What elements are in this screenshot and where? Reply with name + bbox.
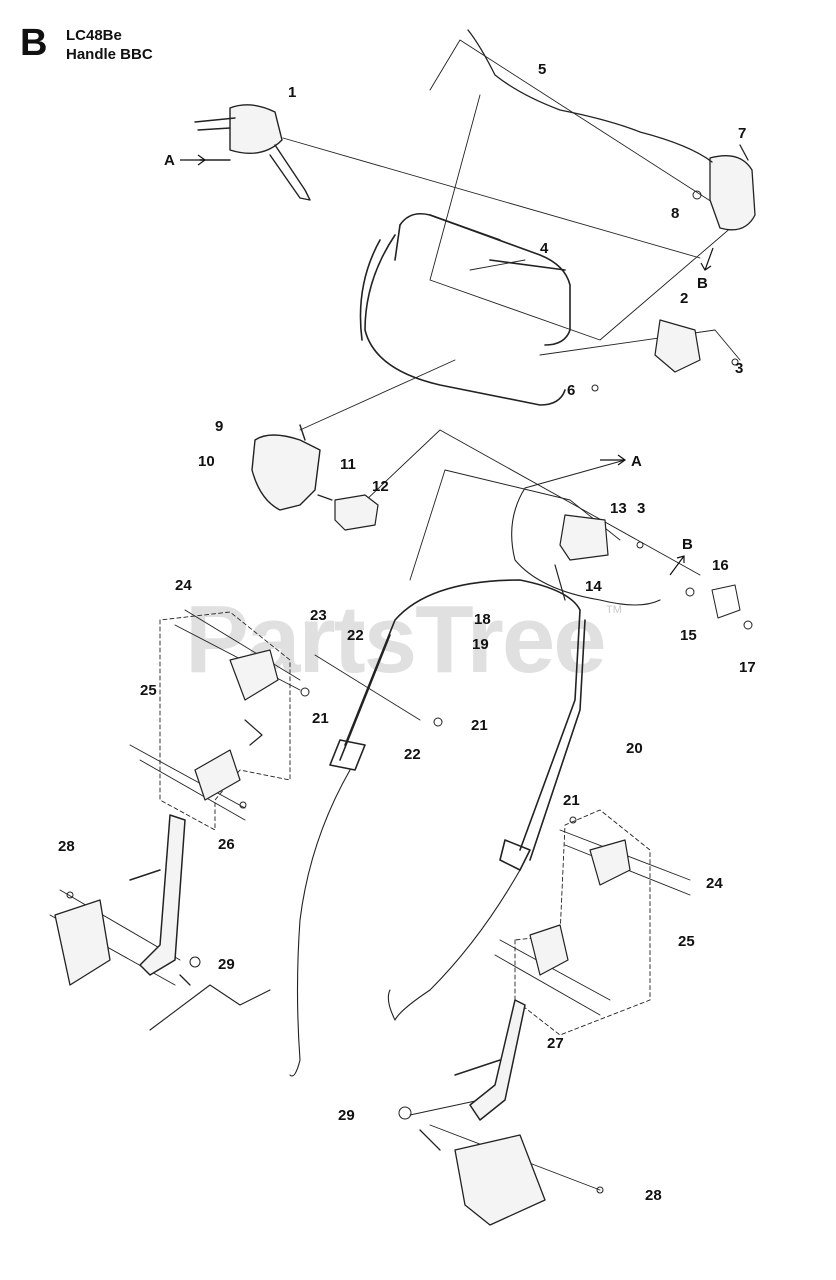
callouts: 1 5 7 8 4 2 3 6 9 10 11 12 13 3 14 16 15…: [58, 61, 756, 1204]
callout-3-lower: 3: [637, 500, 645, 517]
callout-1: 1: [288, 84, 296, 101]
callout-20: 20: [626, 740, 643, 757]
control-box-1: [194, 104, 311, 201]
callout-9: 9: [215, 418, 223, 435]
callout-21-mid: 21: [471, 717, 488, 734]
cable-lower: [387, 869, 521, 1021]
ref-b-lower: B: [682, 536, 693, 553]
callout-2: 2: [680, 290, 688, 307]
callout-26: 26: [218, 836, 235, 853]
callout-22-upper: 22: [347, 627, 364, 644]
callout-24-left: 24: [175, 577, 192, 594]
bracket-2: [654, 319, 701, 373]
ref-b-upper: B: [697, 275, 708, 292]
group-25-left: [159, 611, 291, 831]
model-number: LC48Be: [66, 27, 122, 44]
leader-lines: [49, 39, 741, 1191]
callout-21-right: 21: [563, 792, 580, 809]
latch-right-25: [529, 839, 631, 976]
callout-5: 5: [538, 61, 546, 78]
callout-18: 18: [474, 611, 491, 628]
ref-a-left: A: [164, 152, 175, 169]
callout-16: 16: [712, 557, 729, 574]
ref-a-right-arrow: [600, 454, 627, 466]
ref-b-upper-arrow: [700, 247, 714, 271]
callout-14: 14: [585, 578, 602, 595]
watermark-trademark: TM: [606, 604, 622, 616]
callout-25-right: 25: [678, 933, 695, 950]
section-letter: B: [20, 22, 48, 64]
clip-12: [317, 494, 379, 531]
callout-11: 11: [340, 456, 356, 473]
callout-28-left: 28: [58, 838, 75, 855]
arm-27: [454, 999, 526, 1121]
fasteners: [66, 190, 753, 1194]
callout-21-left: 21: [312, 710, 329, 727]
callout-10: 10: [198, 453, 215, 470]
callout-19: 19: [472, 636, 489, 653]
callout-27: 27: [547, 1035, 564, 1052]
callout-17: 17: [739, 659, 756, 676]
callout-15: 15: [680, 627, 697, 644]
callout-28-right: 28: [645, 1187, 662, 1204]
latch-left-25: [194, 649, 279, 801]
callout-7: 7: [738, 125, 746, 142]
ref-a-left-arrow: [180, 154, 207, 166]
cable-5: [467, 29, 713, 163]
callout-29-left: 29: [218, 956, 235, 973]
control-handle-10: [251, 424, 321, 511]
cable-long: [289, 769, 351, 1077]
arm-26: [129, 814, 186, 976]
diagram-subtitle: Handle BBC: [66, 46, 153, 63]
callout-29-right: 29: [338, 1107, 355, 1124]
callout-4: 4: [540, 240, 549, 257]
lower-handle-20: [329, 579, 586, 871]
ref-a-right: A: [631, 453, 642, 470]
callout-13: 13: [610, 500, 627, 517]
cable-a-upper: [511, 459, 661, 606]
callout-3-upper: 3: [735, 360, 743, 377]
upper-handle-4: [359, 212, 571, 406]
callout-12: 12: [372, 478, 389, 495]
cable-cover-7: [709, 144, 756, 231]
group-25-right: [514, 809, 651, 1036]
ref-b-lower-arrow: [669, 555, 685, 576]
callout-22-lower: 22: [404, 746, 421, 763]
callout-6: 6: [567, 382, 575, 399]
callout-8: 8: [671, 205, 679, 222]
mount-left-28: [54, 899, 191, 986]
callout-23: 23: [310, 607, 327, 624]
callout-24-right: 24: [706, 875, 723, 892]
rod-bent: [149, 984, 271, 1031]
mount-right-28: [419, 1129, 546, 1226]
callout-25-left: 25: [140, 682, 157, 699]
